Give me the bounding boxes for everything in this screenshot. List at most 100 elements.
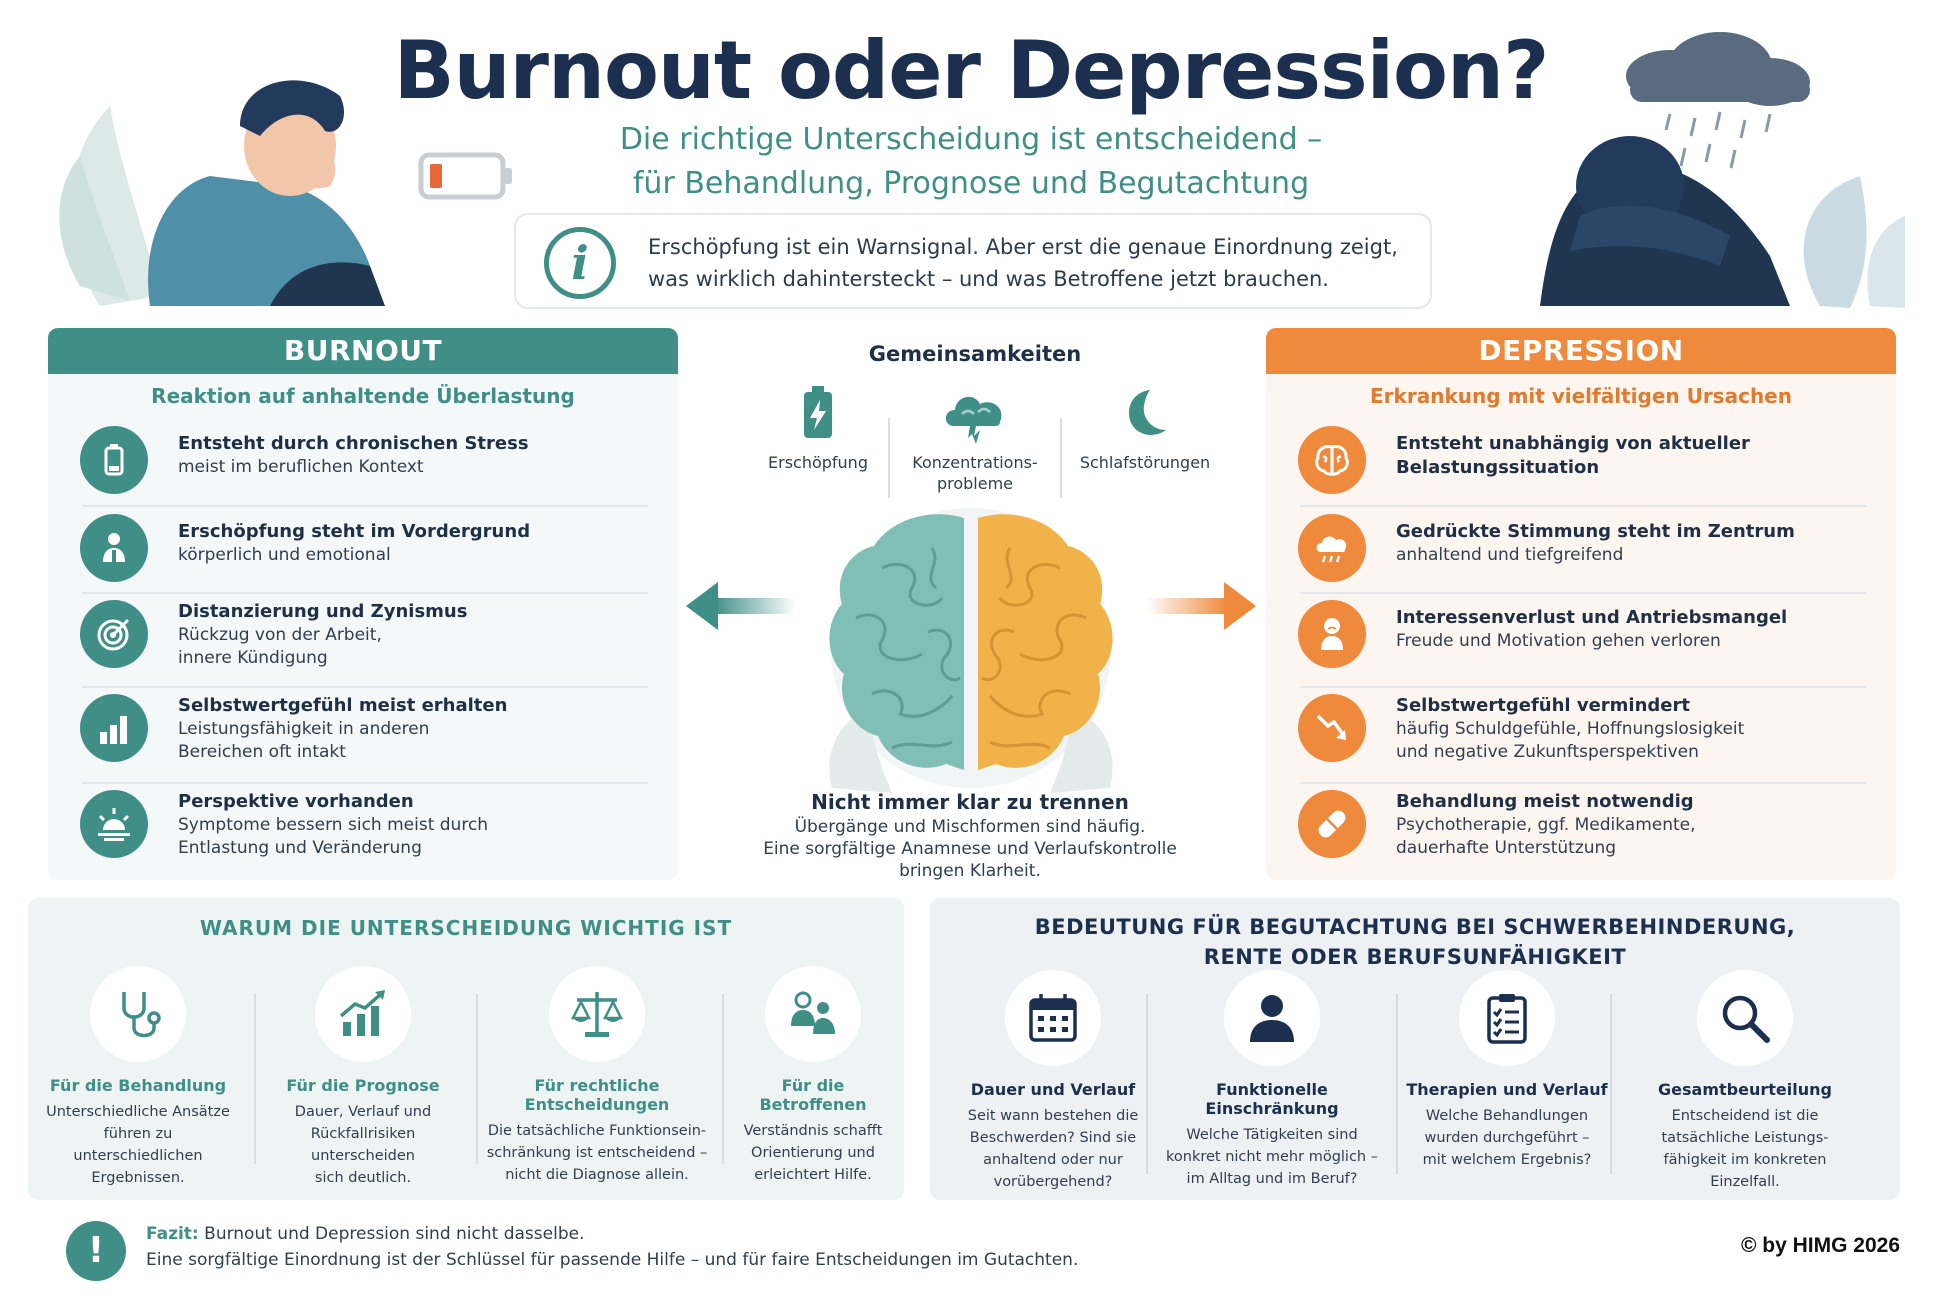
calendar-icon [1029,994,1077,1042]
why-card: Für die Behandlung Unterschiedliche Ansä… [38,966,238,1189]
why-card: Für die Betroffenen Verständnis schafft … [728,966,898,1186]
copyright: © by HIMG 2026 [1740,1234,1900,1257]
card-line: tatsächliche Leistungs- [1661,1130,1829,1146]
item-description: Symptome bessern sich meist durch [178,815,489,835]
item-description: körperlich und emotional [178,545,391,565]
fazit-line: Eine sorgfältige Einordnung ist der Schl… [146,1250,1079,1270]
item-description: Freude und Motivation gehen verloren [1396,631,1721,651]
center-line: Übergänge und Mischformen sind häufig. [794,817,1146,837]
card-line: erleichtert Hilfe. [754,1167,872,1183]
why-card: Für rechtliche Entscheidungen Die tatsäc… [480,966,714,1186]
card-line: nicht die Diagnose allein. [505,1167,689,1183]
card-line: anhaltend oder nur [983,1152,1123,1168]
card-line: mit welchem Ergebnis? [1422,1152,1592,1168]
card-line: Seit wann bestehen die [967,1108,1139,1124]
assessment-card: Funktionelle Einschränkung Welche Tätigk… [1152,970,1392,1190]
card-line: führen zu unterschiedlichen [73,1126,203,1164]
item-description: häufig Schuldgefühle, Hoffnungslosigkeit [1396,719,1745,739]
item-description: meist im beruflichen Kontext [178,457,424,477]
card-heading: Gesamtbeurteilung [1658,1080,1832,1099]
item-heading: Erschöpfung steht im Vordergrund [178,521,531,542]
burnout-subtitle: Reaktion auf anhaltende Überlastung [151,384,575,408]
item-heading: Entsteht unabhängig von aktueller [1396,433,1750,454]
common-item: Konzentrations- probleme [900,384,1050,494]
card-description: Welche Behandlungen wurden durchgeführt … [1400,1105,1614,1171]
why-panel: WARUM DIE UNTERSCHEIDUNG WICHTIG IST Für… [28,898,904,1200]
card-description: Die tatsächliche Funktionsein- schränkun… [480,1120,714,1186]
scales-icon [570,992,624,1037]
divider [1060,418,1062,498]
depression-subtitle: Erkrankung mit vielfältigen Ursachen [1370,384,1792,408]
person-icon [80,514,148,582]
growth-chart-icon [339,990,385,1036]
card-line: sich deutlich. [314,1170,412,1186]
item-description: Entlastung und Veränderung [178,838,422,858]
card-line: Einzelfall. [1710,1174,1780,1190]
divider [1396,994,1398,1174]
assessment-panel: BEDEUTUNG FÜR BEGUTACHTUNG BEI SCHWERBEH… [930,898,1900,1200]
burnout-panel: BURNOUT Reaktion auf anhaltende Überlast… [48,328,678,880]
divider [1146,994,1148,1174]
item-heading: Perspektive vorhanden [178,791,414,812]
common-item-label: Schlafstörungen [1079,453,1211,472]
center-line: Eine sorgfältige Anamnese und Verlaufsko… [763,839,1177,859]
card-heading: Für die Prognose [286,1076,440,1095]
user-icon [1250,995,1294,1042]
card-line: fähigkeit im konkreten [1663,1152,1827,1168]
common-item: Erschöpfung [748,384,888,473]
depression-title: DEPRESSION [1266,328,1896,374]
item-description: innere Kündigung [178,648,328,668]
info-line: Erschöpfung ist ein Warnsignal. Aber ers… [648,235,1398,259]
subtitle-line: Die richtige Unterscheidung ist entschei… [619,122,1323,157]
rain-cloud-icon [1298,514,1366,582]
item-heading: Belastungssituation [1396,457,1600,478]
item-description: Psychotherapie, ggf. Medikamente, [1396,815,1696,835]
item-description: anhaltend und tiefgreifend [1396,545,1624,565]
card-line: Beschwerden? Sind sie [969,1130,1137,1146]
page-title: Burnout oder Depression? [393,24,1550,117]
item-description: und negative Zukunftsperspektiven [1396,742,1699,762]
low-battery-icon [804,386,832,438]
center-line: bringen Klarheit. [899,861,1041,881]
card-description: Seit wann bestehen die Beschwerden? Sind… [950,1105,1156,1193]
depression-person-illustration [1540,32,1905,308]
item-heading: Gedrückte Stimmung steht im Zentrum [1396,521,1795,542]
card-line: vorübergehend? [993,1174,1113,1190]
common-item-label: Erschöpfung [768,453,868,472]
card-line: Die tatsächliche Funktionsein- [487,1123,707,1139]
item-heading: Behandlung meist notwendig [1396,791,1694,812]
info-box: i Erschöpfung ist ein Warnsignal. Aber e… [514,213,1432,309]
pill-icon [1298,790,1366,858]
assessment-title: BEDEUTUNG FÜR BEGUTACHTUNG BEI SCHWERBEH… [930,912,1900,972]
divider [1300,686,1866,688]
divider [476,994,478,1164]
burnout-title: BURNOUT [48,328,678,374]
card-description: Dauer, Verlauf und Rückfallrisiken unter… [258,1101,468,1189]
item-heading: Selbstwertgefühl vermindert [1396,695,1690,716]
assessment-card: Gesamtbeurteilung Entscheidend ist die t… [1620,970,1870,1193]
battery-low-icon [418,152,512,200]
card-line: Unterschiedliche Ansätze [46,1104,230,1120]
card-line: konkret nicht mehr möglich – [1166,1149,1378,1165]
card-description: Verständnis schafft Orientierung und erl… [728,1120,898,1186]
card-heading: Für rechtliche Entscheidungen [524,1076,670,1114]
card-heading: Für die Betroffenen [759,1076,867,1114]
divider [254,994,256,1164]
info-icon: i [544,227,616,299]
card-description: Welche Tätigkeiten sind konkret nicht me… [1152,1124,1392,1190]
clipboard-icon [1487,994,1527,1044]
card-line: Rückfallrisiken unterscheiden [310,1126,416,1164]
card-line: Welche Behandlungen [1425,1108,1589,1124]
moon-icon [1128,390,1166,435]
item-heading: Distanzierung und Zynismus [178,601,468,622]
battery-icon [80,426,148,494]
common-item-label: probleme [936,474,1014,493]
divider [82,505,648,507]
card-line: schränkung ist entscheidend – [486,1145,708,1161]
arrow-right-icon [1146,582,1256,630]
target-icon [80,600,148,668]
item-description: dauerhafte Unterstützung [1396,838,1617,858]
card-line: Welche Tätigkeiten sind [1186,1127,1358,1143]
trend-down-icon [1298,694,1366,762]
arrow-left-icon [686,582,796,630]
